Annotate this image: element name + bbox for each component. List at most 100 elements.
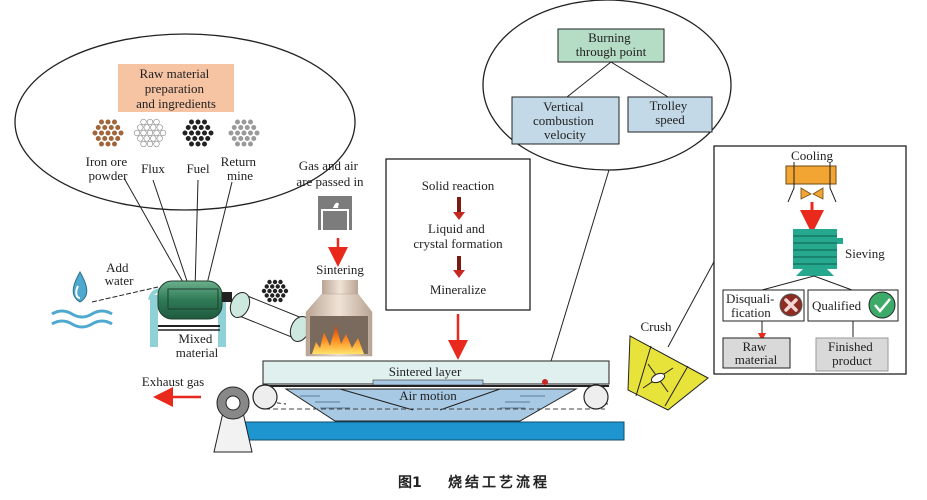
pellet xyxy=(188,118,195,126)
burn-point-pointer xyxy=(544,169,610,382)
air-motion-label: Air motion xyxy=(399,388,457,403)
pellet xyxy=(91,129,99,137)
sintering-furnace xyxy=(305,280,373,357)
pellet xyxy=(267,288,272,294)
pellet xyxy=(140,129,147,137)
pellet xyxy=(114,135,121,142)
exhaust-fan: Exhaust gas xyxy=(142,374,253,453)
pellet xyxy=(188,140,195,148)
pellet xyxy=(146,129,154,137)
pellet xyxy=(146,140,154,148)
check-icon xyxy=(868,291,896,319)
pellet xyxy=(240,118,248,126)
raw-material-group: Raw material preparation and ingredients… xyxy=(14,33,356,292)
pellet xyxy=(194,140,202,148)
pellet xyxy=(108,135,115,142)
pellet xyxy=(247,140,254,148)
pellet xyxy=(234,118,241,126)
exhaust-gas-label: Exhaust gas xyxy=(142,374,204,389)
post-process-box: Cooling Sieving Disquali- fication Quali… xyxy=(713,145,907,375)
pellet-clusters xyxy=(91,118,261,148)
raw-material-title-box xyxy=(118,64,234,112)
pellet xyxy=(153,129,160,137)
fan-blade-icon xyxy=(800,187,824,200)
pellet xyxy=(188,129,195,137)
add-water-label: Add water xyxy=(105,260,135,288)
pellet xyxy=(137,135,144,142)
gas-air-label: Gas and air are passed in xyxy=(296,158,364,189)
pellet xyxy=(98,118,105,126)
trolley-wheel-left xyxy=(252,384,278,410)
pellet xyxy=(111,129,118,137)
pellet xyxy=(198,135,205,142)
pellet xyxy=(114,124,121,131)
windbox xyxy=(284,388,578,422)
burn-through-bubble xyxy=(482,0,732,171)
pellet xyxy=(234,140,241,148)
pellet xyxy=(159,129,167,137)
burn-point-box xyxy=(557,28,665,63)
pellet xyxy=(111,118,118,126)
trolley-speed-box xyxy=(627,96,713,133)
pellet xyxy=(111,140,118,148)
iron-ore-label: Iron ore powder xyxy=(86,154,131,183)
pellet xyxy=(275,293,280,298)
flux-label: Flux xyxy=(141,161,165,176)
pellet xyxy=(101,124,108,131)
return-mine-label: Return mine xyxy=(221,154,260,183)
trolley-speed-label: Trolley speed xyxy=(649,98,690,127)
raw-material-title: Raw material preparation and ingredients xyxy=(136,66,216,111)
pellet-cluster-icon xyxy=(181,118,215,148)
burn-through-point-marker xyxy=(542,379,548,385)
gas-burner-icon xyxy=(318,196,352,230)
pellet xyxy=(247,129,254,137)
pellet xyxy=(247,118,254,126)
pellet-cluster-icon xyxy=(133,118,167,148)
pellet xyxy=(108,124,115,131)
crush-pointer xyxy=(667,257,717,348)
pellet xyxy=(231,124,238,131)
pellet xyxy=(181,129,189,137)
pellet xyxy=(272,288,278,294)
pellet xyxy=(250,135,257,142)
pellet xyxy=(146,118,154,126)
gas-group: Gas and air are passed in Sintering xyxy=(296,158,364,277)
finished-product-label: Finished product xyxy=(828,339,876,368)
water-waves-icon xyxy=(51,309,113,329)
fuel-label: Fuel xyxy=(186,161,210,176)
pellet xyxy=(227,129,235,137)
pellet xyxy=(264,293,269,298)
sieving-label: Sieving xyxy=(845,246,885,261)
pellet xyxy=(104,118,112,126)
crush-label: Crush xyxy=(640,319,672,334)
pellet xyxy=(104,140,112,148)
raw-material-box xyxy=(722,337,791,369)
pellet xyxy=(150,135,157,142)
pellet xyxy=(204,124,211,131)
pellet xyxy=(201,118,208,126)
pellet xyxy=(191,135,198,142)
burn-through-group: Burning through point Vertical combustio… xyxy=(482,0,732,382)
pellet xyxy=(272,297,278,303)
pellet xyxy=(253,129,261,137)
conveyor-pellets xyxy=(261,279,289,303)
pellet xyxy=(261,288,267,294)
pellet xyxy=(278,279,283,285)
pellet xyxy=(98,129,105,137)
pellet xyxy=(264,284,269,289)
pellet xyxy=(267,297,272,303)
pellet xyxy=(153,140,160,148)
pellet xyxy=(278,288,283,294)
finished-product-box xyxy=(815,337,889,372)
pellet xyxy=(143,135,150,142)
solid-reaction-label: Solid reaction xyxy=(422,178,495,193)
pellet xyxy=(201,129,208,137)
pellet-cluster-icon xyxy=(227,118,261,148)
feed-conveyor xyxy=(229,279,311,343)
air-flow-lines xyxy=(300,395,545,409)
pellet xyxy=(240,129,248,137)
vertical-velocity-box xyxy=(511,96,620,145)
liquid-crystal-label: Liquid and crystal formation xyxy=(413,221,503,251)
pellet xyxy=(104,129,112,137)
